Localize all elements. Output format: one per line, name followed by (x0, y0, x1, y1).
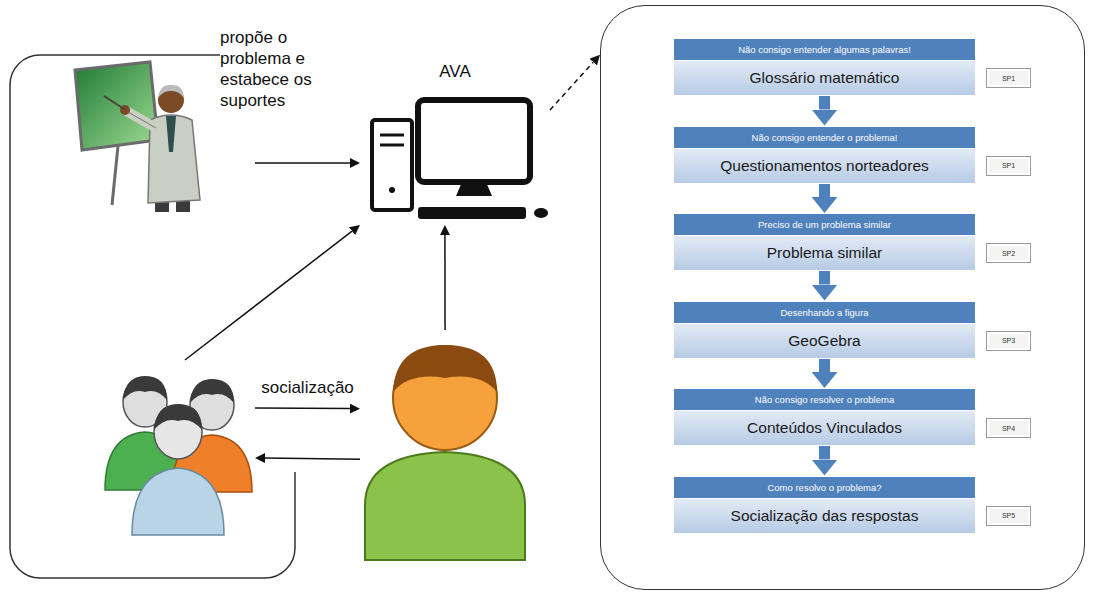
flow-arrow (819, 446, 830, 460)
drawing-part (128, 112, 156, 128)
support-box: Glossário matemático (673, 60, 976, 96)
support-text: Glossário matemático (750, 69, 900, 87)
teacher-figure: propõe o problema e estabece os suportes (70, 60, 255, 210)
question-bar: Não consigo resolver o problema (673, 388, 976, 410)
drawing-part (393, 345, 497, 392)
drawing-part (393, 346, 497, 450)
sp-tag: SP2 (986, 243, 1031, 263)
drawing-part (534, 208, 548, 218)
sp-tag: SP4 (986, 418, 1031, 438)
node-label: AVA (360, 62, 550, 82)
drawing-part (158, 85, 184, 98)
arrow (255, 407, 350, 409)
question-text: Não consigo entender algumas palavras! (738, 44, 911, 55)
question-text: Preciso de um problema similar (758, 219, 891, 230)
drawing-part (418, 100, 530, 182)
student-illustration (365, 345, 525, 560)
flow-arrow (819, 96, 830, 110)
sp-label: SP1 (1002, 162, 1015, 169)
sp-tag: SP3 (986, 331, 1031, 351)
drawing-part (112, 146, 118, 205)
sp-tag: SP1 (986, 156, 1031, 176)
question-text: Não consigo resolver o problema (755, 394, 894, 405)
drawing-part (365, 452, 525, 560)
question-bar: Desenhando a figura (673, 301, 976, 323)
arrow (265, 458, 360, 459)
drawing-part (104, 96, 124, 109)
sp-tag: SP5 (986, 506, 1031, 526)
drawing-part (154, 404, 202, 430)
edge-label: socialização (261, 378, 354, 398)
drawing-part (380, 134, 404, 137)
drawing-part (128, 112, 156, 128)
computer-illustration (372, 100, 548, 219)
sp-label: SP5 (1002, 512, 1015, 519)
drawing-part (372, 120, 412, 210)
student-group (100, 360, 255, 540)
drawing-part (190, 379, 234, 403)
support-box: Questionamentos norteadores (673, 148, 976, 184)
drawing-part (418, 207, 526, 219)
sp-label: SP1 (1002, 75, 1015, 82)
support-text: Problema similar (767, 244, 882, 262)
student (360, 330, 535, 562)
support-text: Conteúdos Vinculados (747, 419, 902, 437)
arrow (444, 235, 446, 330)
drawing-part (380, 144, 404, 147)
support-box: Problema similar (673, 235, 976, 271)
node-label: propõe o problema e estabece os suportes (220, 27, 355, 111)
drawing-part (132, 468, 224, 535)
sp-label: SP2 (1002, 250, 1015, 257)
support-box: Socialização das respostas (673, 498, 976, 534)
question-bar: Como resolvo o problema? (673, 476, 976, 498)
arrow (185, 231, 352, 360)
sp-tag: SP1 (986, 68, 1031, 88)
drawing-part (75, 62, 158, 150)
student-group-illustration (105, 376, 252, 535)
flow-arrow (819, 359, 830, 373)
question-text: Desenhando a figura (780, 307, 868, 318)
support-text: GeoGebra (788, 332, 860, 350)
support-box: Conteúdos Vinculados (673, 410, 976, 446)
question-bar: Não consigo entender algumas palavras! (673, 38, 976, 60)
flow-arrow (819, 184, 830, 198)
support-text: Questionamentos norteadores (720, 157, 929, 175)
computer-ava: AVA (360, 100, 550, 225)
drawing-part (166, 116, 176, 152)
drawing-part (389, 187, 395, 193)
left-panel-outline (10, 55, 295, 578)
edge-label-box: socialização (258, 378, 357, 398)
dashed-arrow (550, 62, 593, 110)
drawing-part (154, 405, 202, 459)
drawing-part (123, 376, 167, 400)
flow-arrow (819, 271, 830, 285)
question-text: Como resolvo o problema? (767, 482, 881, 493)
support-box: GeoGebra (673, 323, 976, 359)
arrow (255, 162, 350, 164)
support-text: Socialização das respostas (731, 507, 919, 525)
sp-label: SP4 (1002, 425, 1015, 432)
support-panel: Não consigo entender algumas palavras! Gl… (600, 5, 1085, 590)
drawing-part (456, 182, 492, 196)
teacher-illustration (75, 62, 200, 212)
sp-label: SP3 (1002, 337, 1015, 344)
question-bar: Não consigo entender o problema! (673, 126, 976, 148)
question-text: Não consigo entender o problema! (752, 132, 898, 143)
question-bar: Preciso de um problema similar (673, 213, 976, 235)
